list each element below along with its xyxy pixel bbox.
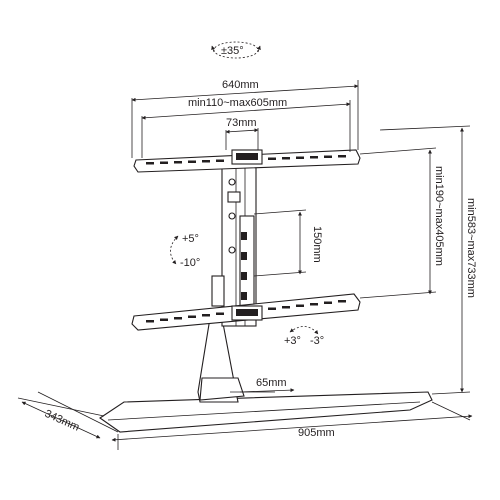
dim-vesa-vertical: [253, 209, 307, 277]
dim-bracket-height: [359, 147, 437, 299]
bracket-width-label: 640mm: [222, 79, 259, 91]
tilt-down-label: -10°: [180, 257, 200, 269]
total-height-label: min583~max733mm: [465, 198, 477, 298]
tilt-up-label: +5°: [182, 233, 199, 245]
level-arrow-icon: [289, 326, 319, 335]
bracket-height-label: min190~max405mm: [433, 166, 445, 266]
dim-arm-span: [141, 100, 351, 158]
dim-total-height: [379, 125, 471, 395]
neck-width-label: 65mm: [256, 377, 287, 389]
center-width-label: 73mm: [226, 117, 257, 129]
base-plate: [99, 391, 433, 433]
base-depth-label: 343mm: [43, 408, 81, 434]
vesa-vertical-label: 150mm: [311, 226, 323, 263]
dim-neck-width: [239, 388, 295, 393]
stand-neck: [197, 317, 275, 403]
bottom-mounting-bar: [131, 293, 361, 331]
tilt-arrow-icon: [170, 235, 179, 265]
top-mounting-bar: [133, 149, 361, 173]
dim-bracket-width: [131, 80, 359, 158]
level-plus-label: +3°: [284, 335, 301, 347]
dim-base-width: [111, 401, 473, 450]
dim-center-width: [225, 128, 259, 150]
base-width-label: 905mm: [298, 427, 335, 439]
swivel-label: ±35°: [221, 45, 244, 57]
swivel-arrow-icon: [211, 41, 261, 59]
vertical-column: [211, 159, 257, 327]
dim-base-depth: [17, 391, 119, 439]
level-minus-label: -3°: [310, 335, 324, 347]
arm-span-label: min110~max605mm: [188, 97, 287, 109]
